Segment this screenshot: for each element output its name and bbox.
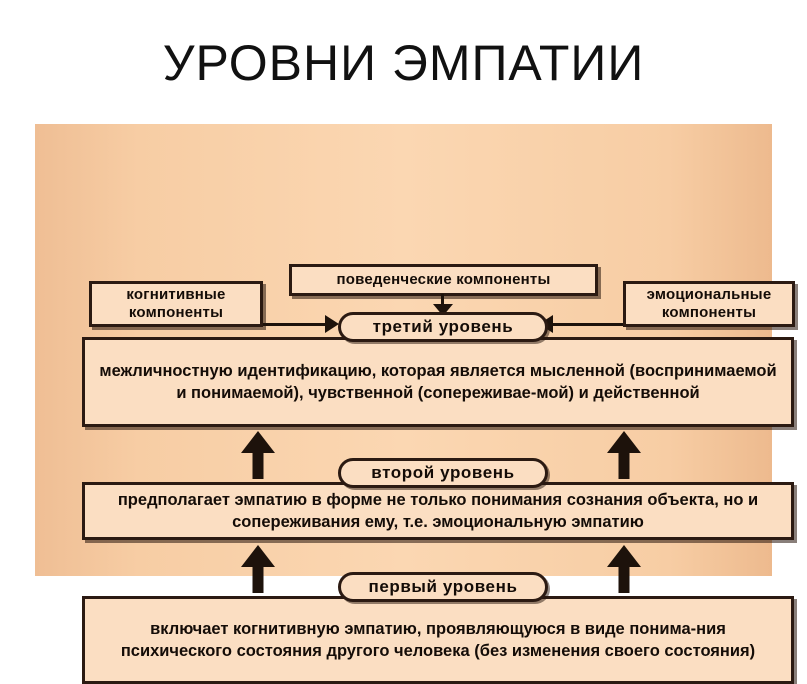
behavioral-components-label: поведенческие компоненты [336, 271, 551, 288]
first-level-pill: первый уровень [338, 572, 548, 602]
second-level-pill: второй уровень [338, 458, 548, 488]
cognitive-components-box: когнитивные компоненты [89, 281, 263, 327]
behavioral-components-box: поведенческие компоненты [289, 264, 598, 296]
connector-emotional-to-third-level [553, 323, 623, 326]
diagram-panel: когнитивные компоненты поведенческие ком… [35, 124, 795, 684]
first-level-description-box: включает когнитивную эмпатию, проявляющу… [82, 596, 794, 684]
arrow-right-icon [325, 315, 339, 333]
third-level-description: межличностную идентификацию, которая явл… [99, 362, 777, 402]
arrow-up-icon [606, 431, 642, 479]
third-level-description-box: межличностную идентификацию, которая явл… [82, 337, 794, 427]
connector-behavioral-to-third-level [441, 294, 444, 308]
emotional-components-box: эмоциональные компоненты [623, 281, 795, 327]
diagram-canvas: УРОВНИ ЭМПАТИИ когнитивные компоненты по… [35, 35, 795, 684]
second-level-description-box: предполагает эмпатию в форме не только п… [82, 482, 794, 540]
third-level-pill: третий уровень [338, 312, 548, 342]
cognitive-components-label-line1: когнитивные [126, 286, 226, 303]
connector-cognitive-to-third-level [263, 323, 333, 326]
emotional-components-label-line1: эмоциональные [646, 286, 772, 303]
arrow-up-icon [240, 545, 276, 593]
arrow-up-icon [240, 431, 276, 479]
first-level-description: включает когнитивную эмпатию, проявляющу… [120, 620, 756, 660]
arrow-up-icon [606, 545, 642, 593]
page-title: УРОВНИ ЭМПАТИИ [162, 35, 645, 91]
second-level-description: предполагает эмпатию в форме не только п… [117, 491, 759, 531]
emotional-components-label-line2: компоненты [661, 304, 757, 321]
cognitive-components-label-line2: компоненты [128, 304, 224, 321]
